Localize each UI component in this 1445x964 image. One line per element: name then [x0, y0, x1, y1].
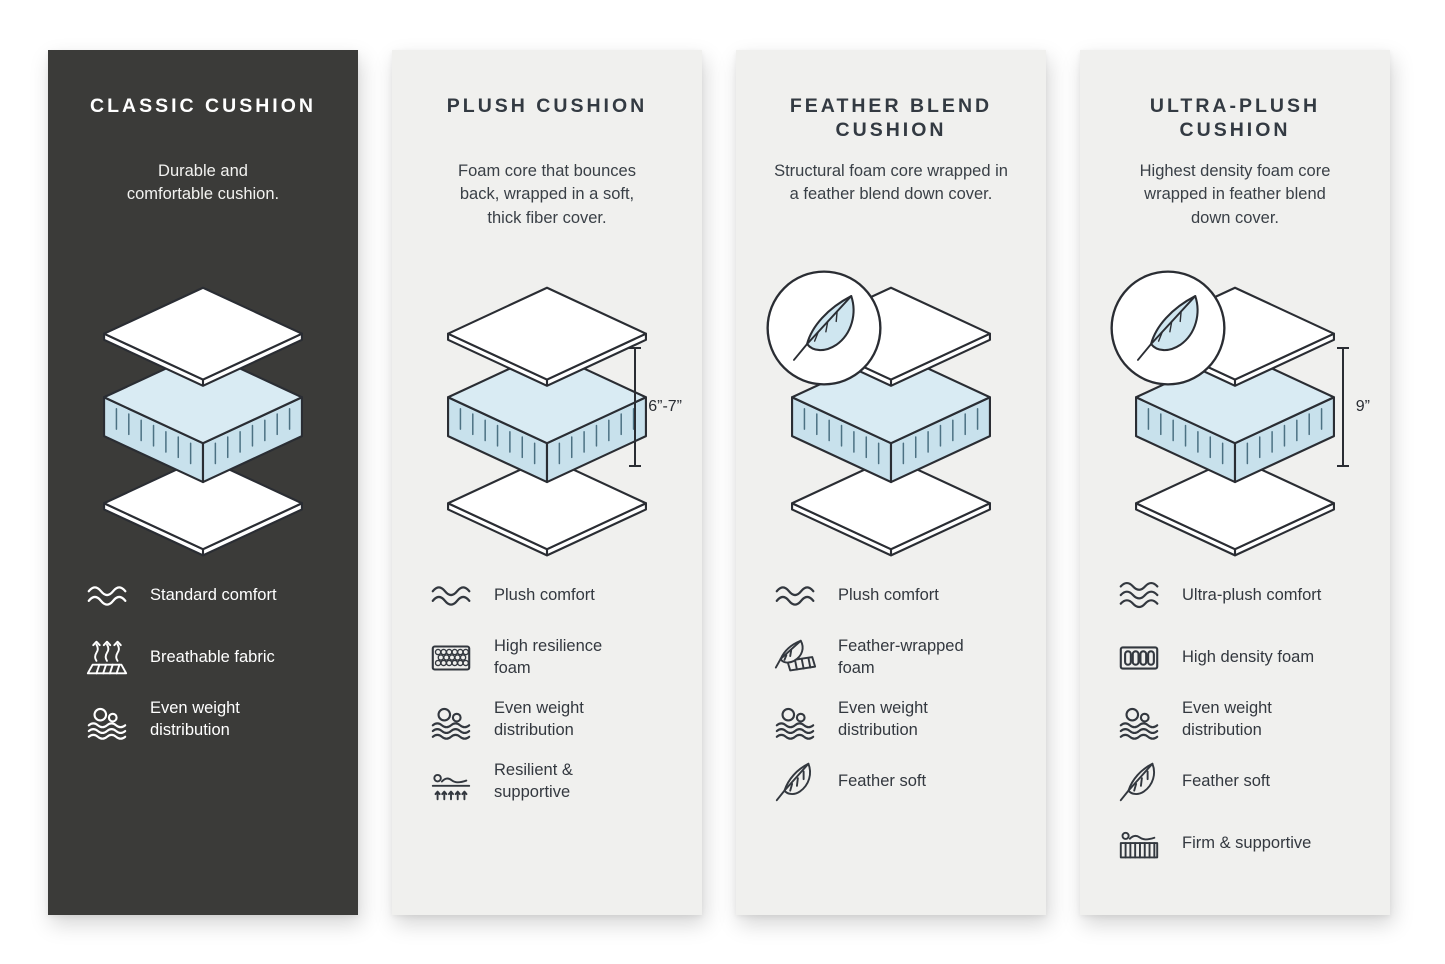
feature-item: Even weight distribution: [416, 692, 678, 748]
dimension-line: [629, 347, 642, 467]
feature-item: Standard comfort: [72, 568, 334, 624]
feature-label: Feather soft: [838, 772, 927, 791]
even-weight-icon: [84, 697, 130, 743]
feature-item: High density foam: [1104, 630, 1366, 686]
feature-label: Resilient & supportive: [494, 761, 573, 801]
feature-item: Even weight distribution: [760, 692, 1022, 748]
firm-supportive-icon: [1116, 821, 1162, 867]
feature-label: Even weight distribution: [494, 699, 584, 739]
feature-item: Feather soft: [760, 754, 1022, 810]
panel-description: Structural foam core wrapped in a feathe…: [774, 162, 1008, 204]
feature-item: Plush comfort: [760, 568, 1022, 624]
feature-label: Feather soft: [1182, 772, 1271, 791]
feature-item: Plush comfort: [416, 568, 678, 624]
feature-list: Plush comfort High resilience foam Even …: [416, 568, 678, 810]
feather-badge-icon: [762, 266, 886, 390]
feature-label: Ultra-plush comfort: [1182, 586, 1322, 605]
panel-plush-cushion: PLUSH CUSHION Foam core that bounces bac…: [392, 50, 702, 915]
feature-list: Plush comfort Feather-wrapped foam Even …: [760, 568, 1022, 810]
cushion-illustration: 6”-7”: [416, 284, 682, 564]
feature-item: Even weight distribution: [72, 692, 334, 748]
thickness-dimension: 9”: [1336, 346, 1370, 468]
even-weight-icon: [772, 697, 818, 743]
feature-label: Breathable fabric: [150, 648, 275, 667]
feather-icon: [772, 759, 818, 805]
cushion-illustration: [72, 284, 334, 564]
feature-label: Even weight distribution: [838, 699, 928, 739]
cushion-illustration: 9”: [1104, 284, 1370, 564]
feature-item: Resilient & supportive: [416, 754, 678, 810]
panel-feather-blend-cushion: FEATHER BLEND CUSHION Structural foam co…: [736, 50, 1046, 915]
wave-icon: [84, 573, 130, 619]
even-weight-icon: [1116, 697, 1162, 743]
feature-label: Plush comfort: [838, 586, 939, 605]
resilient-supportive-icon: [428, 759, 474, 805]
panel-title: CLASSIC CUSHION: [90, 95, 316, 117]
feature-item: Feather-wrapped foam: [760, 630, 1022, 686]
feature-label: Firm & supportive: [1182, 834, 1312, 853]
thickness-dimension: 6”-7”: [628, 346, 682, 468]
even-weight-icon: [428, 697, 474, 743]
feature-label: Even weight distribution: [150, 699, 240, 739]
feather-icon: [1116, 759, 1162, 805]
feature-item: High resilience foam: [416, 630, 678, 686]
feature-label: Plush comfort: [494, 586, 595, 605]
feature-label: High density foam: [1182, 648, 1315, 667]
high-resilience-foam-icon: [428, 635, 474, 681]
triple-wave-icon: [1116, 573, 1162, 619]
panel-description: Foam core that bounces back, wrapped in …: [458, 162, 636, 227]
feather-wrapped-foam-icon: [772, 635, 818, 681]
feature-item: Breathable fabric: [72, 630, 334, 686]
panel-title: ULTRA-PLUSH CUSHION: [1149, 95, 1321, 142]
feature-label: High resilience foam: [494, 637, 603, 677]
feather-badge-icon: [1106, 266, 1230, 390]
cushion-comparison-board: CLASSIC CUSHION Durable and comfortable …: [48, 50, 1390, 915]
feature-label: Feather-wrapped foam: [838, 637, 964, 677]
high-density-foam-icon: [1116, 635, 1162, 681]
feature-list: Ultra-plush comfort High density foam Ev…: [1104, 568, 1366, 872]
panel-classic-cushion: CLASSIC CUSHION Durable and comfortable …: [48, 50, 358, 915]
feature-list: Standard comfort Breathable fabric Even …: [72, 568, 334, 748]
dimension-line: [1336, 347, 1349, 467]
panel-description: Durable and comfortable cushion.: [126, 162, 280, 204]
layered-cushion-diagram: [97, 284, 309, 560]
dimension-label: 9”: [1355, 398, 1370, 415]
dimension-label: 6”-7”: [648, 398, 682, 415]
wave-icon: [772, 573, 818, 619]
feature-label: Even weight distribution: [1182, 699, 1272, 739]
feature-label: Standard comfort: [150, 586, 277, 605]
panel-title: PLUSH CUSHION: [446, 95, 648, 117]
feature-item: Feather soft: [1104, 754, 1366, 810]
wave-icon: [428, 573, 474, 619]
layered-cushion-diagram: [441, 284, 653, 560]
panel-description: Highest density foam core wrapped in fea…: [1139, 162, 1331, 227]
panel-ultra-plush-cushion: ULTRA-PLUSH CUSHION Highest density foam…: [1080, 50, 1390, 915]
panel-title: FEATHER BLEND CUSHION: [789, 95, 993, 142]
breathable-fabric-icon: [84, 635, 130, 681]
feature-item: Firm & supportive: [1104, 816, 1366, 872]
feature-item: Even weight distribution: [1104, 692, 1366, 748]
feature-item: Ultra-plush comfort: [1104, 568, 1366, 624]
cushion-illustration: [760, 284, 1022, 564]
